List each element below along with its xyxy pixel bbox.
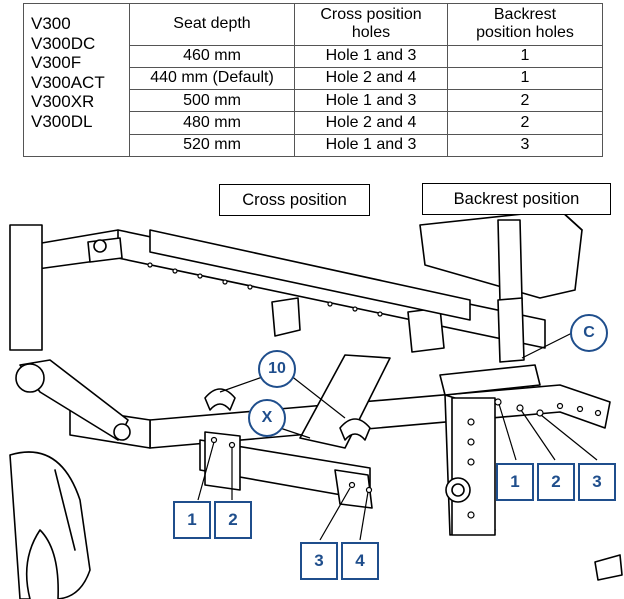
model-name: V300F [31,53,82,72]
cell-cross-holes: Hole 2 and 4 [294,66,448,91]
backrest-position-label: Backrest position [422,183,611,215]
cell-backrest-hole: 3 [447,133,603,158]
callout-hole-3-left: 3 [300,542,338,580]
callout-10: 10 [258,350,296,388]
cell-backrest-hole: 2 [447,111,603,135]
callout-hole-2-left: 2 [214,501,252,539]
cell-seat-depth: 500 mm [129,89,295,113]
cell-seat-depth: 480 mm [129,111,295,135]
cell-backrest-hole: 1 [447,66,603,91]
model-name: V300DL [31,111,93,131]
callout-x: X [248,399,286,437]
cell-seat-depth: 440 mm (Default) [129,66,295,91]
model-list: V300 V300DC V300F V300ACT V300XR V300DL [23,3,130,157]
frame-line-drawing [9,209,623,599]
callout-hole-3-right: 3 [578,463,616,501]
wheelchair-frame-diagram: Cross position Backrest position 10 X C … [0,170,624,599]
model-name: V300XR [31,92,95,111]
table-row: 520 mm Hole 1 and 3 3 [24,133,603,158]
seat-depth-table: V300 V300DC V300F V300ACT V300XR V300DL … [23,3,603,158]
cell-cross-holes: Hole 1 and 3 [294,44,448,68]
callout-hole-4-left: 4 [341,542,379,580]
model-name: V300DC [31,33,96,53]
model-name: V300 [31,14,71,33]
header-seat-depth: Seat depth [129,3,295,46]
callout-c: C [570,314,608,352]
cell-seat-depth: 460 mm [129,44,295,68]
table-header-row: V300 V300DC V300F V300ACT V300XR V300DL … [23,3,603,157]
model-name: V300ACT [31,72,105,92]
cell-cross-holes: Hole 1 and 3 [294,133,448,158]
cell-cross-holes: Hole 1 and 3 [294,89,448,113]
cell-backrest-hole: 1 [447,44,603,68]
cell-backrest-hole: 2 [447,89,603,113]
callout-hole-1-left: 1 [173,501,211,539]
callout-hole-1-right: 1 [496,463,534,501]
cross-position-label: Cross position [219,184,370,216]
cell-seat-depth: 520 mm [129,133,295,158]
cell-cross-holes: Hole 2 and 4 [294,111,448,135]
callout-hole-2-right: 2 [537,463,575,501]
